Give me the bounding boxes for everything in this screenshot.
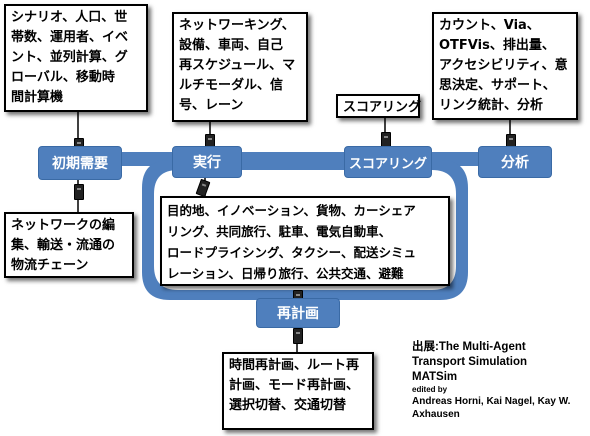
stage-replanning: 再計画 [256,298,340,328]
source-credit: 出展:The Multi-Agent Transport Simulation … [412,340,570,421]
analysis-features-note: カウント、Via、 OTFVis、排出量、 アクセシビリティ、意 思決定、サポー… [432,12,578,120]
source-line-3: MATSim [412,371,458,383]
initial-demand-inputs-note: シナリオ、人口、世 帯数、運用者、イベ ント、並列計算、グ ローバル、移動時 間… [4,4,148,112]
source-line-1: 出展:The Multi-Agent [412,341,526,353]
stage-execution: 実行 [172,146,242,178]
stage-initial-demand: 初期需要 [38,146,122,180]
network-editing-note: ネットワークの編 集、輸送・流通の 物流チェーン [4,212,134,278]
source-line-2: Transport Simulation [412,356,528,368]
execution-features-note: ネットワーキング、 設備、車両、自己 再スケジュール、マ ルチモーダル、信 号、… [172,12,308,122]
edited-by-label: edited by [412,385,448,394]
connector-plug [293,328,303,344]
replanning-features-note: 時間再計画、ルート再 計画、モード再計画、 選択切替、交通切替 [222,352,374,430]
scoring-note: スコアリング [336,94,421,118]
stage-scoring: スコアリング [344,146,432,178]
connector-plug [74,184,84,200]
center-extensions-note: 目的地、イノベーション、貨物、カーシェア リング、共同旅行、駐車、電気自動車、 … [160,196,450,286]
authors-line-2: Axhausen [412,409,460,420]
authors-line-1: Andreas Horni, Kai Nagel, Kay W. [412,396,571,407]
stage-analysis: 分析 [478,146,552,178]
